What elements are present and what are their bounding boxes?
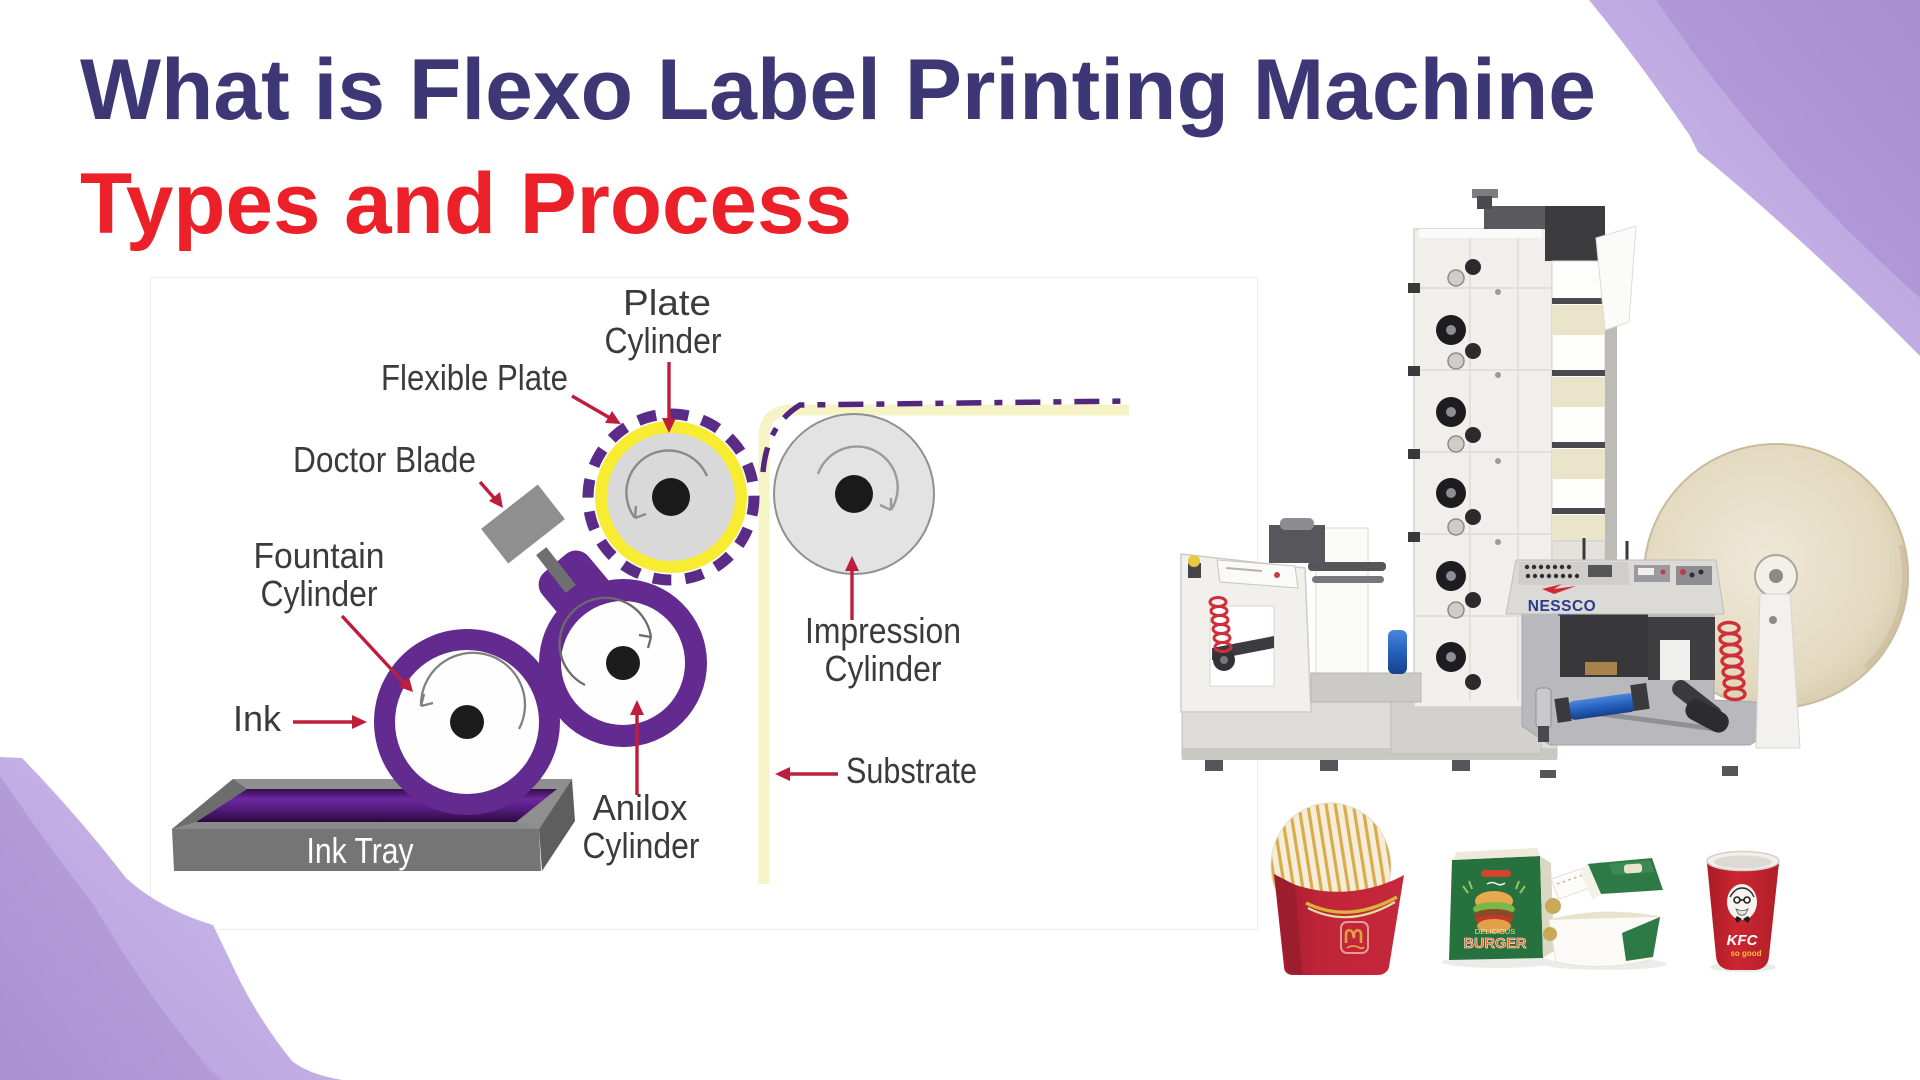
svg-text:BURGER: BURGER — [1464, 936, 1527, 952]
svg-text:NESSCO: NESSCO — [1528, 598, 1596, 615]
svg-text:DELICIOUS: DELICIOUS — [1475, 927, 1515, 936]
svg-text:Fountain: Fountain — [254, 535, 385, 576]
svg-text:Impression: Impression — [805, 610, 961, 651]
svg-text:Cylinder: Cylinder — [261, 573, 378, 614]
svg-text:Doctor Blade: Doctor Blade — [293, 439, 476, 480]
svg-text:Flexible Plate: Flexible Plate — [381, 357, 568, 398]
svg-text:What is Flexo Label Printing M: What is Flexo Label Printing Machine — [80, 42, 1596, 138]
svg-text:so good: so good — [1730, 949, 1761, 958]
svg-text:Substrate: Substrate — [846, 750, 977, 791]
svg-text:Plate: Plate — [623, 282, 711, 323]
svg-text:Cylinder: Cylinder — [583, 825, 700, 866]
svg-text:KFC: KFC — [1727, 932, 1759, 949]
svg-text:Ink: Ink — [233, 698, 282, 739]
svg-text:Cylinder: Cylinder — [825, 648, 942, 689]
svg-text:Ink Tray: Ink Tray — [307, 830, 414, 871]
svg-text:Cylinder: Cylinder — [605, 320, 722, 361]
svg-text:Anilox: Anilox — [593, 787, 688, 828]
svg-text:Types and Process: Types and Process — [80, 156, 852, 252]
